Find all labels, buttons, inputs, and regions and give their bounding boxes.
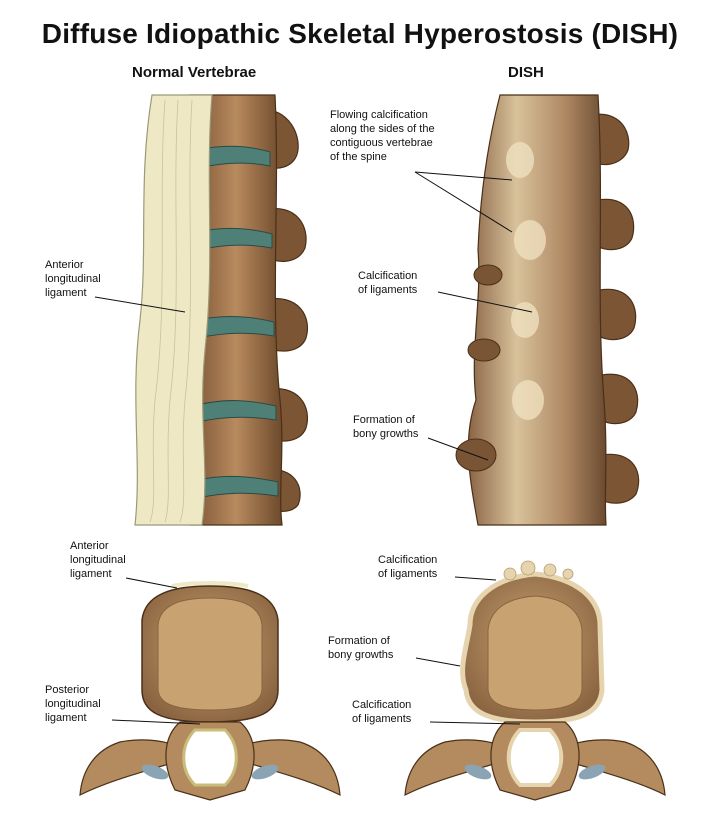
- label-anterior-ligament-axial: Anterior longitudinal ligament: [70, 540, 126, 580]
- svg-text:of the spine: of the spine: [330, 151, 387, 163]
- label-calcification-ligaments-lateral: Calcification of ligaments: [358, 270, 418, 296]
- svg-text:longitudinal: longitudinal: [45, 273, 101, 285]
- svg-text:bony growths: bony growths: [328, 649, 394, 661]
- label-calcification-bottom-axial: Calcification of ligaments: [352, 699, 412, 725]
- svg-text:Posterior: Posterior: [45, 684, 89, 696]
- svg-text:longitudinal: longitudinal: [45, 698, 101, 710]
- svg-text:bony growths: bony growths: [353, 428, 419, 440]
- label-flowing-calcification: Flowing calcification along the sides of…: [330, 109, 435, 163]
- normal-vertebra-axial: [79, 581, 341, 801]
- svg-text:longitudinal: longitudinal: [70, 554, 126, 566]
- svg-text:Flowing calcification: Flowing calcification: [330, 109, 428, 121]
- svg-text:ligament: ligament: [70, 568, 112, 580]
- leader-lines: [94, 171, 533, 725]
- normal-spine-lateral: [134, 94, 308, 526]
- label-bony-growths-lateral: Formation of bony growths: [353, 414, 419, 440]
- label-bony-growths-axial: Formation of bony growths: [328, 635, 394, 661]
- svg-text:ligament: ligament: [45, 712, 87, 724]
- svg-text:Anterior: Anterior: [70, 540, 109, 552]
- page-title: Diffuse Idiopathic Skeletal Hyperostosis…: [41, 18, 679, 49]
- label-posterior-ligament-axial: Posterior longitudinal ligament: [45, 684, 101, 724]
- svg-text:Calcification: Calcification: [378, 554, 437, 566]
- column-heading-normal: Normal Vertebrae: [132, 64, 257, 81]
- column-heading-dish: DISH: [508, 64, 544, 81]
- svg-text:along the sides of the: along the sides of the: [330, 123, 435, 135]
- svg-text:ligament: ligament: [45, 287, 87, 299]
- svg-text:contiguous vertebrae: contiguous vertebrae: [330, 137, 433, 149]
- svg-text:Formation of: Formation of: [328, 635, 391, 647]
- svg-text:of ligaments: of ligaments: [352, 713, 412, 725]
- dish-vertebra-axial: [404, 560, 666, 801]
- svg-text:Calcification: Calcification: [352, 699, 411, 711]
- label-calcification-top-axial: Calcification of ligaments: [378, 554, 438, 580]
- svg-text:Calcification: Calcification: [358, 270, 417, 282]
- svg-text:Formation of: Formation of: [353, 414, 416, 426]
- dish-spine-lateral: [455, 94, 640, 526]
- svg-text:Anterior: Anterior: [45, 259, 84, 271]
- svg-text:of ligaments: of ligaments: [378, 568, 438, 580]
- svg-text:of ligaments: of ligaments: [358, 284, 418, 296]
- label-anterior-ligament-lateral: Anterior longitudinal ligament: [45, 259, 101, 299]
